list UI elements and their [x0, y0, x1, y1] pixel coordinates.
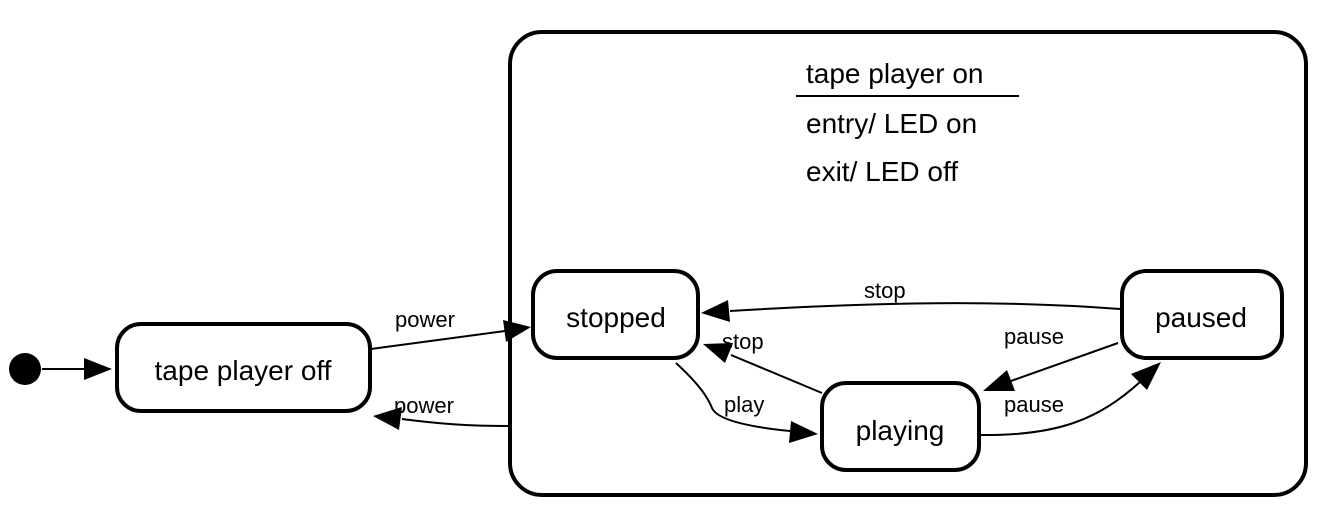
transition-power-on-edge: [370, 330, 506, 350]
transition-power-off-edge: [401, 418, 509, 427]
transition-paused-stopped-edge: [729, 302, 1121, 312]
transition-power-on-arrowhead: [503, 320, 531, 342]
transition-playing-paused-label: pause: [1004, 392, 1064, 417]
transition-power-on-label: power: [395, 307, 455, 332]
transition-power-off-arrowhead: [373, 407, 402, 430]
composite-state-tape-player-on[interactable]: [508, 30, 1308, 497]
transition-playing-stopped-edge: [730, 354, 823, 394]
initial-transition-arrowhead: [84, 358, 112, 380]
transition-stopped-playing-label: play: [724, 392, 764, 417]
transition-paused-playing-edge: [1010, 342, 1119, 382]
transition-playing-paused-arrowhead: [1131, 362, 1161, 390]
transition-power-off-label: power: [394, 393, 454, 418]
state-stopped-label: stopped: [566, 302, 666, 333]
state-paused[interactable]: [1120, 269, 1284, 360]
state-playing-label: playing: [856, 415, 945, 446]
composite-entry-action: entry/ LED on: [806, 108, 977, 139]
state-tape-player-off-label: tape player off: [155, 355, 332, 386]
transition-stopped-playing-arrowhead: [789, 421, 818, 443]
transition-playing-paused-edge: [980, 381, 1141, 437]
transition-playing-stopped-label: stop: [722, 329, 764, 354]
transition-paused-stopped-label: stop: [864, 278, 906, 303]
transition-playing-stopped-arrowhead: [703, 343, 733, 363]
state-paused-label: paused: [1155, 302, 1247, 333]
composite-state-title: tape player on: [806, 58, 983, 89]
state-playing[interactable]: [820, 381, 981, 472]
transition-paused-stopped-arrowhead: [701, 300, 730, 322]
transition-paused-playing-label: pause: [1004, 324, 1064, 349]
initial-state: [9, 353, 41, 385]
state-tape-player-off[interactable]: [115, 322, 372, 413]
state-stopped[interactable]: [531, 269, 700, 360]
composite-exit-action: exit/ LED off: [806, 156, 958, 187]
transition-paused-playing-arrowhead: [983, 370, 1015, 391]
transition-stopped-playing-edge: [675, 362, 791, 432]
